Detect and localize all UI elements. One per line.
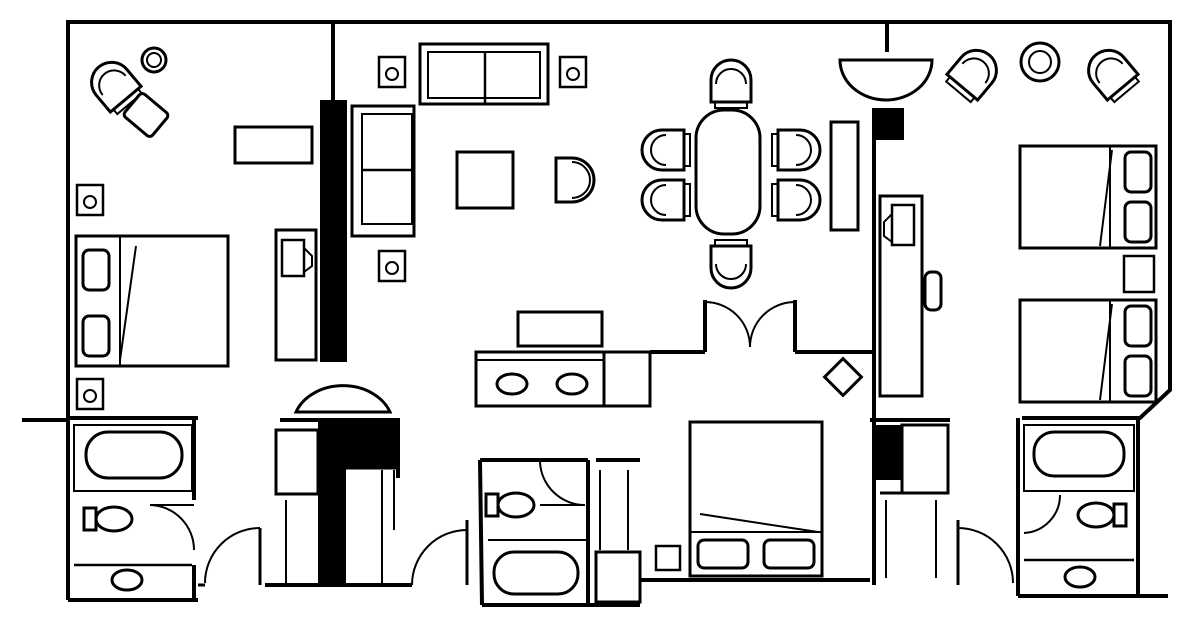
door-swing (1024, 495, 1060, 533)
door-swing (296, 386, 390, 412)
nightstand (75, 377, 105, 411)
armchair (556, 158, 594, 202)
left-bedroom (76, 48, 390, 412)
bathtub (494, 552, 578, 594)
side-table (142, 48, 166, 72)
dining-table (696, 110, 760, 234)
desk-chair (925, 272, 941, 310)
dining-chair (770, 128, 822, 172)
dining-chair (709, 238, 753, 290)
counter (518, 312, 602, 346)
armchair (1078, 40, 1144, 107)
dresser (235, 127, 312, 163)
interior-walls (68, 22, 1018, 605)
dining-chair (640, 178, 692, 222)
side-table (1021, 43, 1059, 81)
tv (282, 240, 304, 276)
toilet (82, 505, 134, 533)
door-swing (840, 60, 932, 100)
entry-door (205, 528, 260, 583)
center-bathroom (484, 462, 640, 602)
left-bathroom (74, 425, 260, 592)
dining-area (640, 58, 862, 396)
partition-walls (318, 100, 904, 585)
wet-bar (476, 352, 650, 406)
door-swing (150, 505, 194, 550)
sideboard (831, 122, 858, 230)
nightstand (656, 546, 680, 570)
center-bedroom (656, 422, 822, 576)
nightstand (1124, 256, 1154, 292)
coffee-table (457, 152, 513, 208)
closets (276, 430, 467, 585)
dining-chair (770, 178, 822, 222)
nightstand (75, 183, 105, 217)
side-table (825, 359, 862, 396)
door-swing (540, 462, 585, 505)
bathtub (1034, 432, 1124, 476)
end-table (558, 55, 588, 89)
closet (596, 552, 640, 602)
dining-chair (640, 128, 692, 172)
right-bedroom (840, 40, 1156, 402)
armchair (941, 40, 1007, 107)
right-bathroom (1024, 425, 1134, 589)
bed (1020, 300, 1156, 402)
end-table (377, 55, 407, 89)
bed (76, 236, 228, 366)
bed (690, 422, 822, 576)
double-door (705, 302, 795, 347)
loveseat (352, 106, 414, 236)
sink (110, 568, 144, 592)
ottoman (123, 92, 170, 138)
bed (1020, 146, 1156, 248)
end-table (377, 249, 407, 283)
tv (892, 205, 914, 245)
right-closet (880, 425, 1013, 585)
toilet (484, 491, 536, 519)
living-room (352, 44, 650, 406)
dining-chair (709, 58, 753, 110)
sofa (420, 44, 548, 104)
sink (1063, 565, 1097, 589)
bathtub (86, 432, 182, 478)
toilet (1076, 501, 1128, 529)
